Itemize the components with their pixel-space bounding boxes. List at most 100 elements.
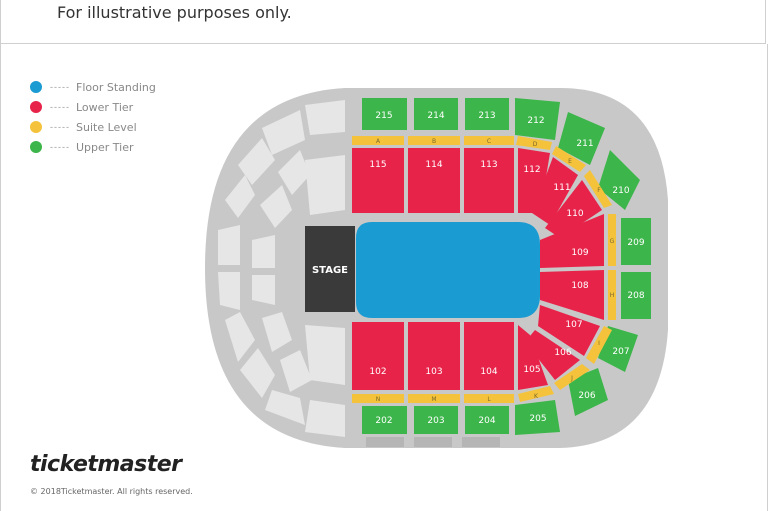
- section-105[interactable]: [518, 325, 548, 390]
- suite-I[interactable]: [586, 326, 612, 364]
- suite-K[interactable]: [518, 386, 554, 402]
- section-206[interactable]: [568, 368, 608, 416]
- section-210[interactable]: [598, 150, 640, 210]
- label-B: B: [432, 138, 436, 145]
- label-202: 202: [375, 416, 392, 426]
- suite-labels: A B C D E F G H I J K L M N: [376, 138, 615, 403]
- grey-blocks: [218, 100, 345, 437]
- suite-M[interactable]: [408, 394, 460, 403]
- suite-C[interactable]: [464, 136, 514, 145]
- label-209: 209: [627, 238, 644, 248]
- section-108[interactable]: [540, 270, 604, 320]
- section-113[interactable]: [464, 148, 514, 213]
- section-102[interactable]: [352, 322, 404, 390]
- label-105: 105: [523, 365, 540, 375]
- suite-J[interactable]: [554, 364, 590, 390]
- label-206: 206: [578, 391, 595, 401]
- label-104: 104: [480, 367, 497, 377]
- grey-block: [260, 185, 292, 228]
- label-214: 214: [427, 111, 444, 121]
- label-212: 212: [527, 116, 544, 126]
- suite-A[interactable]: [352, 136, 404, 145]
- label-C: C: [487, 138, 491, 145]
- suite-B[interactable]: [408, 136, 460, 145]
- label-204: 204: [478, 416, 495, 426]
- section-208[interactable]: [621, 272, 651, 319]
- bottom-box: [366, 437, 404, 447]
- label-M: M: [431, 396, 436, 403]
- section-115[interactable]: [352, 148, 404, 213]
- grey-block: [265, 390, 305, 425]
- grey-block: [305, 325, 345, 385]
- label-114: 114: [425, 160, 442, 170]
- label-108: 108: [571, 281, 588, 291]
- floor-standing[interactable]: [356, 222, 540, 318]
- upper-dot-icon: [30, 141, 42, 153]
- legend-dash: -----: [50, 142, 70, 152]
- suite-E[interactable]: [552, 146, 586, 172]
- section-202[interactable]: [362, 406, 407, 434]
- label-H: H: [610, 292, 615, 299]
- section-211[interactable]: [558, 112, 605, 165]
- grey-block: [252, 235, 275, 268]
- suite-D[interactable]: [516, 136, 552, 150]
- ticketmaster-logo: ticketmaster: [30, 452, 182, 477]
- section-107[interactable]: [538, 305, 600, 356]
- suite-H[interactable]: [608, 270, 616, 320]
- suite-N[interactable]: [352, 394, 404, 403]
- legend-item-upper: ----- Upper Tier: [30, 137, 156, 157]
- section-103[interactable]: [408, 322, 460, 390]
- grey-block: [240, 348, 275, 398]
- stage: [305, 226, 355, 312]
- label-K: K: [534, 393, 539, 400]
- section-109[interactable]: [540, 214, 604, 268]
- section-111[interactable]: [532, 157, 578, 225]
- grey-block: [280, 350, 312, 392]
- label-E: E: [568, 158, 572, 165]
- grey-block: [225, 312, 255, 362]
- label-112: 112: [523, 165, 540, 175]
- left-border: [0, 44, 1, 511]
- grey-block: [238, 138, 275, 185]
- suite-G[interactable]: [608, 214, 616, 266]
- label-215: 215: [375, 111, 392, 121]
- section-205[interactable]: [515, 400, 560, 435]
- label-L: L: [487, 396, 491, 403]
- grey-block: [305, 155, 345, 215]
- label-I: I: [598, 340, 600, 347]
- upper-tier: [362, 98, 651, 435]
- grey-block: [225, 175, 255, 218]
- section-204[interactable]: [465, 406, 509, 434]
- legend-dash: -----: [50, 82, 70, 92]
- label-205: 205: [529, 414, 546, 424]
- label-N: N: [376, 396, 381, 403]
- label-110: 110: [566, 209, 583, 219]
- section-114[interactable]: [408, 148, 460, 213]
- section-215[interactable]: [362, 98, 407, 130]
- illustrative-note: For illustrative purposes only.: [57, 3, 292, 22]
- grey-block: [278, 150, 310, 195]
- label-109: 109: [571, 248, 588, 258]
- suite-L[interactable]: [464, 394, 514, 403]
- floor-dot-icon: [30, 81, 42, 93]
- legend: ----- Floor Standing ----- Lower Tier --…: [30, 77, 156, 157]
- label-213: 213: [478, 111, 495, 121]
- section-104[interactable]: [464, 322, 514, 390]
- legend-label-lower: Lower Tier: [76, 100, 134, 114]
- grey-block: [262, 312, 292, 352]
- section-209[interactable]: [621, 218, 651, 265]
- label-103: 103: [425, 367, 442, 377]
- label-106: 106: [554, 348, 571, 358]
- suite-F[interactable]: [584, 170, 612, 208]
- section-203[interactable]: [414, 406, 458, 434]
- grey-block: [262, 110, 305, 155]
- section-110[interactable]: [545, 180, 602, 238]
- stage-label: STAGE: [312, 265, 348, 276]
- legend-label-suite: Suite Level: [76, 120, 137, 134]
- section-106[interactable]: [525, 330, 580, 380]
- section-212[interactable]: [515, 98, 560, 140]
- section-214[interactable]: [414, 98, 458, 130]
- label-207: 207: [612, 347, 629, 357]
- label-107: 107: [565, 320, 582, 330]
- section-213[interactable]: [465, 98, 509, 130]
